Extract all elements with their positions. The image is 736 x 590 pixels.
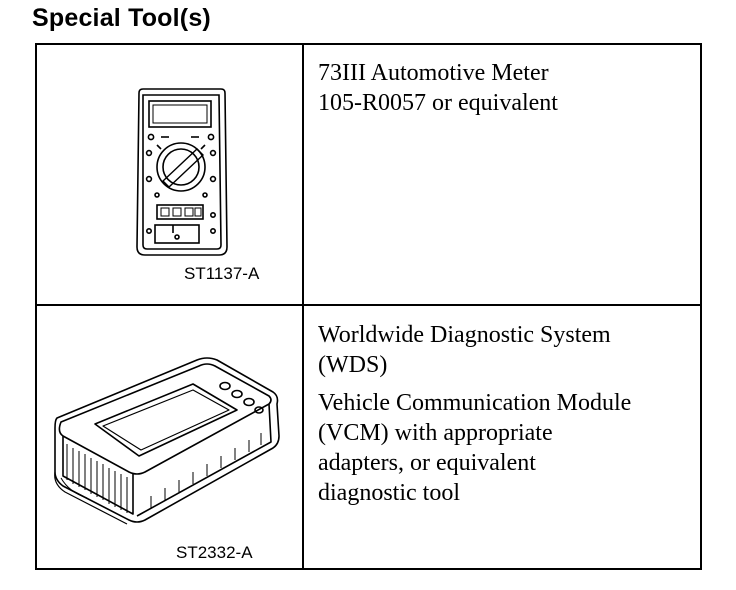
table-row: ST1137-A 73III Automotive Meter 105-R005… [37,45,700,306]
tool-description: 73III Automotive Meter 105-R0057 or equi… [318,58,698,118]
multimeter-icon [136,88,228,256]
tool-name: 73III Automotive Meter [318,60,549,86]
illustration-cell: ST1137-A [37,45,302,304]
special-tools-table: ST1137-A 73III Automotive Meter 105-R005… [35,43,702,570]
tool-component-name: Vehicle Communication Module [318,390,632,416]
figure-id: ST1137-A [184,264,260,283]
diagnostic-tablet-icon [54,357,280,525]
tool-component-line: diagnostic tool [318,480,460,506]
column-divider [302,45,304,304]
figure-id: ST2332-A [176,543,253,562]
tool-abbreviation: (WDS) [318,352,388,378]
tool-description: Worldwide Diagnostic System (WDS) Vehicl… [318,320,698,508]
tool-component-line: (VCM) with appropriate [318,420,553,446]
tool-part-number: 105-R0057 or equivalent [318,90,558,116]
tool-component-line: adapters, or equivalent [318,450,536,476]
table-row: ST2332-A Worldwide Diagnostic System (WD… [37,306,700,568]
tool-name: Worldwide Diagnostic System [318,322,611,348]
column-divider [302,306,304,568]
page-title: Special Tool(s) [32,4,211,32]
illustration-cell: ST2332-A [37,306,302,568]
